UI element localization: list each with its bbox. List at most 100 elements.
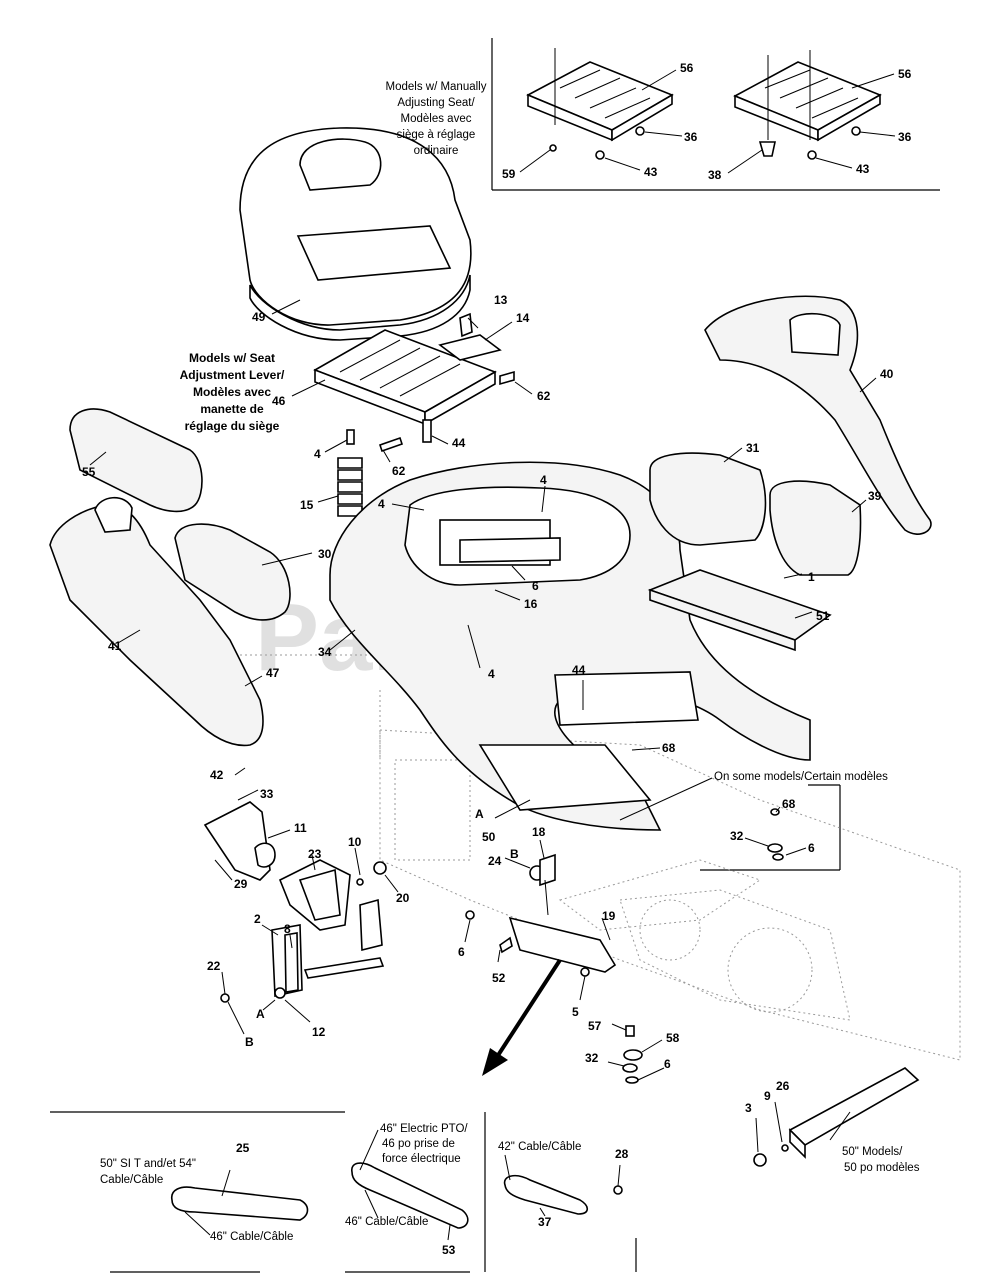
callout: 5 <box>572 1005 579 1019</box>
callout: 36 <box>684 130 698 144</box>
note-line: Modèles avec <box>401 113 472 125</box>
callout: 55 <box>82 465 96 479</box>
callout: 9 <box>764 1089 771 1103</box>
center-linkage <box>465 853 617 977</box>
callout: 4 <box>378 497 385 511</box>
callout: 51 <box>816 609 830 623</box>
callout: 29 <box>234 877 248 891</box>
callout: B <box>245 1035 254 1049</box>
note-seat-lever: Models w/ Seat Adjustment Lever/ Modèles… <box>180 351 285 433</box>
callout: A <box>475 807 484 821</box>
callout: 25 <box>236 1141 250 1155</box>
leader-lines <box>89 69 896 1241</box>
callout: 22 <box>207 959 221 973</box>
callout: 62 <box>537 389 551 403</box>
note-manual-seat: Models w/ Manually Adjusting Seat/ Modèl… <box>386 81 487 157</box>
note-line: Modèles avec <box>193 385 271 399</box>
callout: B <box>510 847 519 861</box>
note-line: siège à réglage <box>397 129 476 141</box>
note-cable-50-54: 50" SI T and/et 54" Cable/Câble <box>100 1158 196 1186</box>
note-cable-46-b: 46" Cable/Câble <box>345 1216 428 1228</box>
callout: 56 <box>898 67 912 81</box>
callout: 37 <box>538 1215 552 1229</box>
fender-right <box>647 295 932 652</box>
note-line: 50" Models/ <box>842 1146 903 1158</box>
inset-frames <box>50 38 940 1273</box>
note-line: réglage du siège <box>185 419 280 433</box>
deck-bracket <box>753 1067 920 1167</box>
note-some-models: On some models/Certain modèles <box>714 771 888 783</box>
seat <box>239 127 472 341</box>
callout: 56 <box>680 61 694 75</box>
note-line: Adjusting Seat/ <box>397 97 475 109</box>
callout: 32 <box>730 829 744 843</box>
callout: 40 <box>880 367 894 381</box>
seat-pan <box>313 312 515 426</box>
callout: 32 <box>585 1051 599 1065</box>
note-line: Adjustment Lever/ <box>180 368 285 382</box>
cable-brackets <box>171 1162 623 1229</box>
callout: 68 <box>662 741 676 755</box>
callout: 4 <box>314 447 321 461</box>
callout: 68 <box>782 797 796 811</box>
note-line: manette de <box>200 402 264 416</box>
callout: 11 <box>294 821 307 835</box>
callout: 4 <box>488 667 495 681</box>
callout: 6 <box>458 945 465 959</box>
callout: 41 <box>108 639 122 653</box>
seat-bracket-right <box>733 50 882 160</box>
callout: 39 <box>868 489 882 503</box>
callout: 13 <box>494 293 508 307</box>
callout: 49 <box>252 310 266 324</box>
callout: 2 <box>254 912 261 926</box>
callout: 28 <box>615 1147 629 1161</box>
note-line: 50" SI T and/et 54" <box>100 1158 196 1170</box>
hardware-washers <box>622 808 784 1084</box>
callout: 15 <box>300 498 314 512</box>
note-line: force électrique <box>382 1153 461 1165</box>
callout: 34 <box>318 645 332 659</box>
callout: 47 <box>266 666 280 680</box>
callout: 14 <box>516 311 530 325</box>
note-line: 46" Electric PTO/ <box>380 1123 468 1135</box>
callout: 52 <box>492 971 506 985</box>
note-line: Models w/ Manually <box>386 81 487 93</box>
callout: 36 <box>898 130 912 144</box>
callout: 44 <box>452 436 466 450</box>
callout: 57 <box>588 1019 602 1033</box>
callout: 58 <box>666 1031 680 1045</box>
note-line: ordinaire <box>414 145 459 157</box>
callout: 62 <box>392 464 406 478</box>
fender-main <box>329 461 811 831</box>
note-line: Models w/ Seat <box>189 351 275 365</box>
callout: 10 <box>348 835 362 849</box>
note-line: 46 po prise de <box>382 1138 455 1150</box>
callout: 16 <box>524 597 538 611</box>
callout: 42 <box>210 768 224 782</box>
callout: 3 <box>745 1101 752 1115</box>
callout: 8 <box>284 922 291 936</box>
note-cable-46-a: 46" Cable/Câble <box>210 1231 293 1243</box>
callout: 44 <box>572 663 586 677</box>
note-line: Cable/Câble <box>100 1174 163 1186</box>
note-electric-pto: 46" Electric PTO/ 46 po prise de force é… <box>380 1123 468 1165</box>
note-models-50: 50" Models/ 50 po modèles <box>842 1146 920 1174</box>
callout: 1 <box>808 570 815 584</box>
callout: A <box>256 1007 265 1021</box>
lift-handle-assembly <box>203 801 387 1003</box>
arrow-down-left-icon <box>482 958 562 1076</box>
callout: 6 <box>664 1057 671 1071</box>
callout: 6 <box>532 579 539 593</box>
callout: 19 <box>602 909 616 923</box>
callout: 6 <box>808 841 815 855</box>
callout: 43 <box>644 165 658 179</box>
callout: 4 <box>540 473 547 487</box>
callout: 38 <box>708 168 722 182</box>
seat-bracket-left <box>526 48 674 160</box>
callout: 26 <box>776 1079 790 1093</box>
callout: 53 <box>442 1243 456 1257</box>
callout: 31 <box>746 441 760 455</box>
note-line: 50 po modèles <box>844 1162 920 1174</box>
callout: 50 <box>482 830 496 844</box>
note-cable-42: 42" Cable/Câble <box>498 1141 581 1153</box>
